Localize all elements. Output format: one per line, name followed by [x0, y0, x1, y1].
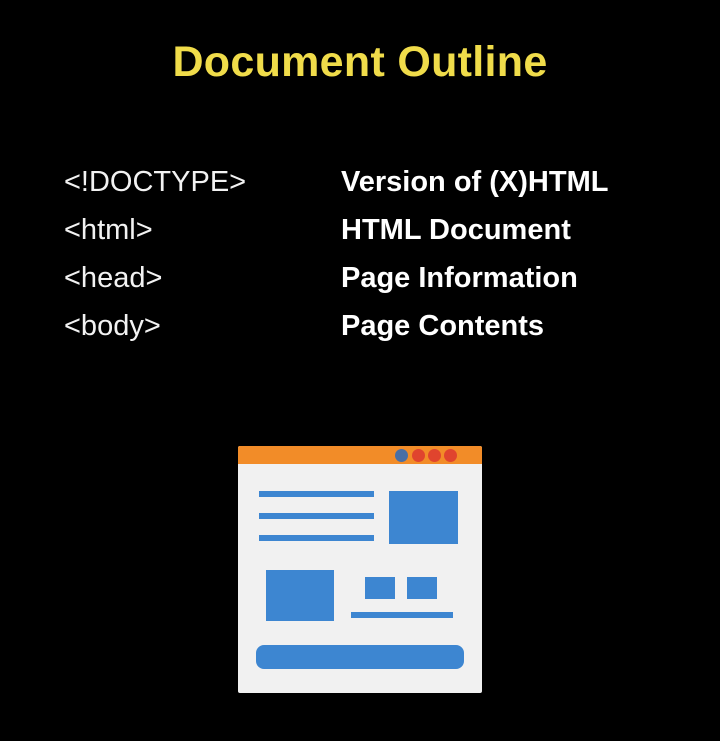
browser-window-icon — [238, 446, 482, 693]
window-dot-red-1 — [412, 449, 425, 462]
content-line-1 — [259, 491, 374, 497]
tag-head: <head> — [64, 262, 163, 294]
description-body: Page Contents — [341, 310, 545, 342]
content-line-3 — [259, 535, 374, 541]
tag-body: <body> — [64, 310, 161, 342]
outline-row-doctype: <!DOCTYPE> Version of (X)HTML — [64, 166, 704, 214]
content-footer-bar — [256, 645, 464, 669]
content-image-block-top — [389, 491, 458, 544]
content-line-short — [351, 612, 453, 618]
content-image-block-left — [266, 570, 334, 621]
description-head: Page Information — [341, 262, 578, 294]
tag-html: <html> — [64, 214, 153, 246]
content-small-block-1 — [365, 577, 395, 599]
outline-list: <!DOCTYPE> Version of (X)HTML <html> HTM… — [64, 166, 704, 358]
content-small-block-2 — [407, 577, 437, 599]
description-doctype: Version of (X)HTML — [341, 166, 609, 198]
content-line-2 — [259, 513, 374, 519]
tag-doctype: <!DOCTYPE> — [64, 166, 247, 198]
outline-row-html: <html> HTML Document — [64, 214, 704, 262]
outline-row-head: <head> Page Information — [64, 262, 704, 310]
outline-row-body: <body> Page Contents — [64, 310, 704, 358]
window-dot-red-2 — [428, 449, 441, 462]
page-title: Document Outline — [172, 38, 548, 86]
browser-title-bar — [238, 446, 482, 464]
description-html: HTML Document — [341, 214, 571, 246]
window-dot-blue — [395, 449, 408, 462]
window-dot-red-3 — [444, 449, 457, 462]
